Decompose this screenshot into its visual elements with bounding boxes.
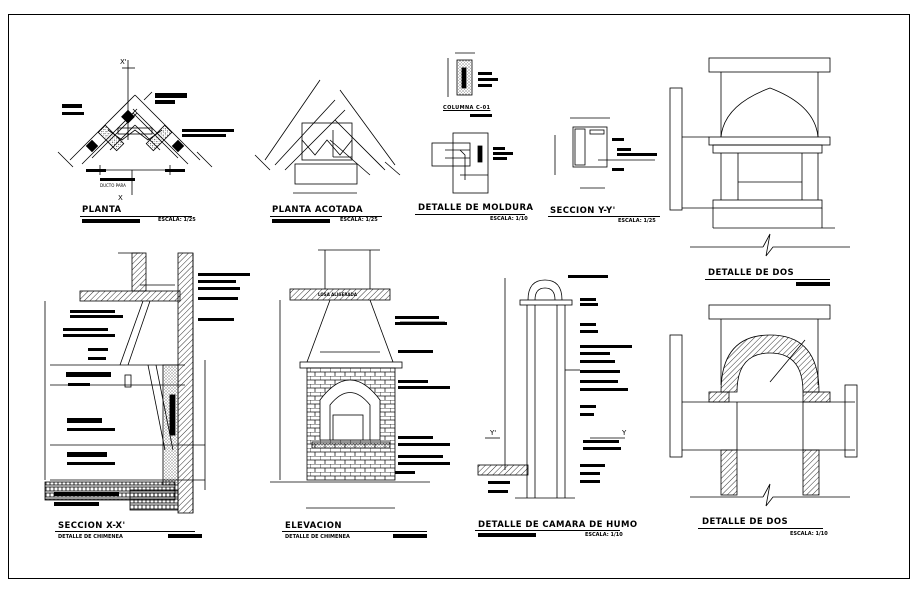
scale-label: ESCALA: 1/25 [618, 218, 656, 224]
title-underline [282, 531, 427, 532]
scale-label: ESCALA: 1/25 [158, 217, 196, 223]
detalle-dos-bottom-drawing [669, 304, 858, 507]
title-underline [705, 279, 830, 280]
drawing-title-planta-acotada: PLANTA ACOTADA [272, 205, 364, 215]
detalle-dos-top-drawing [669, 57, 850, 257]
seccion-yy-drawing [554, 117, 655, 189]
title-underline [80, 216, 192, 217]
moldura-drawing [431, 132, 489, 194]
columna-drawing [447, 52, 475, 97]
camara-humo-drawing [477, 278, 625, 499]
title-underline [270, 216, 382, 217]
title-underline [55, 531, 195, 532]
annotation-label: LOSA ALIGERADA [318, 292, 357, 297]
scale-label: ESCALA: 1/10 [585, 532, 623, 538]
elevacion-drawing [270, 249, 445, 509]
drawing-title-elevacion: ELEVACION [285, 521, 342, 531]
sheet-border [8, 14, 910, 579]
label-bar [168, 534, 202, 538]
title-underline [475, 530, 620, 531]
title-underline [698, 528, 823, 529]
drawing-title-seccion-xx: SECCION X-X' [58, 521, 126, 531]
drawing-title-columna: COLUMNA C-01 [443, 105, 491, 111]
section-marker-label: X [118, 194, 123, 202]
scale-label: ESCALA: 1/10 [490, 216, 528, 222]
scale-label: ESCALA: 1/10 [790, 531, 828, 537]
drawing-title-moldura: DETALLE DE MOLDURA [418, 203, 534, 213]
drawing-subtitle: DETALLE DE CHIMENEA [58, 534, 123, 540]
section-marker-label: X' [120, 58, 127, 66]
section-marker-label: Y' [490, 429, 497, 437]
planta-drawing [57, 60, 213, 195]
drawing-title-camara-humo: DETALLE DE CAMARA DE HUMO [478, 520, 638, 530]
annotation-bars [54, 72, 657, 506]
label-bar [796, 282, 830, 286]
drawing-title-planta: PLANTA [82, 205, 122, 215]
title-underline [415, 214, 525, 215]
drawing-title-detalle-dos-bottom: DETALLE DE DOS [702, 517, 789, 527]
label-bar [470, 114, 492, 117]
drawing-title-detalle-dos-top: DETALLE DE DOS [708, 268, 795, 278]
section-marker-label: Y [622, 429, 627, 437]
drawing-subtitle: DETALLE DE CHIMENEA [285, 534, 350, 540]
title-underline [548, 216, 660, 217]
scale-label: ESCALA: 1/25 [340, 217, 378, 223]
drawing-title-seccion-yy: SECCION Y-Y' [550, 206, 616, 216]
label-bar [272, 219, 330, 223]
annotation-label: DUCTO PARA [100, 183, 126, 188]
label-bar [478, 533, 536, 537]
planta-acotada-drawing [254, 79, 401, 194]
label-bar [82, 219, 140, 223]
label-bar [393, 534, 427, 538]
